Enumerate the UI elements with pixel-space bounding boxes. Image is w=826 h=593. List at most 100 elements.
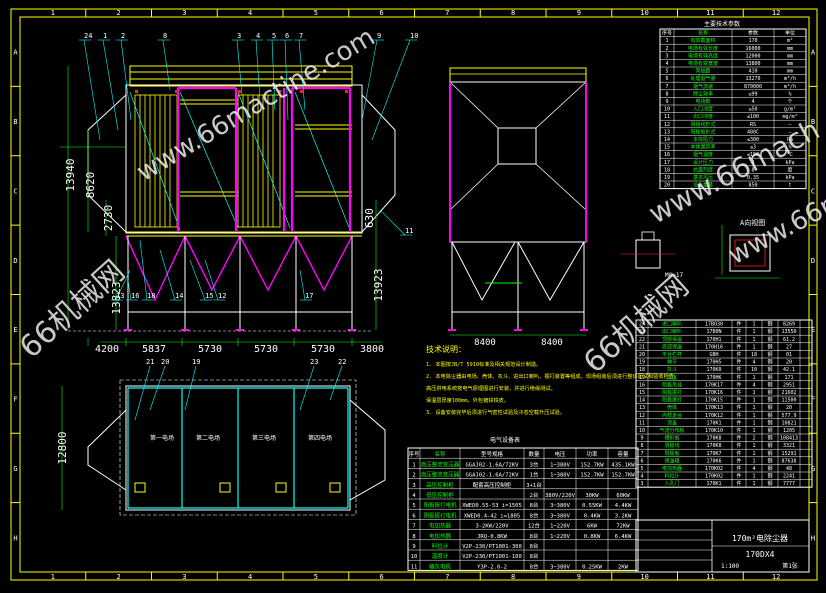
params-table-cell: 410 (748, 69, 757, 75)
callout-leader (329, 365, 343, 401)
elec-table-cell: 3-2KW/220V (475, 524, 509, 530)
frame-col-top-3: 3 (182, 9, 186, 17)
parts-table-cell: 钢 (767, 374, 772, 381)
parts-table-cell: 1 (752, 390, 755, 396)
parts-table-cell: 170K02 (705, 474, 723, 480)
parts-table-cell: 20 (786, 360, 792, 366)
part-callout-15: 15 (205, 292, 213, 300)
part-callout-16: 16 (131, 292, 139, 300)
elec-table-cell: 2 (412, 473, 415, 479)
elec-table-cell: 1 (412, 462, 415, 468)
parts-table-cell: 171 (784, 375, 793, 381)
callout-leader (184, 365, 197, 411)
part-callout-13: 13 (116, 292, 124, 300)
elec-table-cell: 8台 (530, 542, 539, 550)
elec-table-cell: 温度计 (432, 552, 449, 560)
parts-table-cell: 1 (752, 474, 755, 480)
callout-leader (204, 259, 219, 301)
frame-col-bottom-3: 3 (182, 573, 186, 581)
dim-height-lower: 13823 (110, 281, 123, 314)
params-table-cell: 17 (664, 160, 670, 166)
parts-table-cell: 件 (736, 389, 741, 396)
parts-table-cell: 阴极线 (664, 442, 679, 449)
frame-col-top-8: 8 (511, 9, 515, 17)
parts-table-cell: 577.9 (781, 413, 796, 419)
elec-table-cell: 4.4KW (615, 503, 632, 509)
params-table-cell: ≤50 (748, 107, 757, 113)
params-table-cell: 4 (751, 160, 754, 166)
params-table-cell: 处理烟气量 (690, 75, 715, 82)
elec-table-cell: 1~220V (550, 534, 571, 540)
elec-table-cell: 152.7KW (580, 473, 604, 479)
callout-leader (149, 365, 166, 411)
parts-table-cell: 梯子 (667, 359, 677, 366)
params-table-cell: 12 (664, 122, 670, 128)
elec-table-cell: 8台 (530, 552, 539, 560)
frame-col-top-4: 4 (248, 9, 252, 17)
params-table-cell: ≤150 (747, 152, 759, 158)
parts-table-cell: 钢 (767, 473, 772, 480)
params-table-cell: 除尘效率 (693, 90, 713, 97)
parts-table-cell: 钢 (767, 389, 772, 396)
params-table-cell: 16000 (745, 46, 760, 52)
parts-table-cell: 17BO30 (705, 322, 723, 328)
elec-table-cell: 9 (412, 544, 415, 550)
plan-callout-20: 20 (161, 358, 169, 366)
parts-table-cell: 件 (736, 328, 741, 335)
params-table-cell: m² (787, 38, 793, 44)
frame-col-bottom-11: 11 (706, 573, 714, 581)
dim-bottom-2: 5837 (142, 344, 166, 355)
elec-table-cell: 电压 (554, 450, 566, 458)
plan-callout-19: 19 (192, 358, 200, 366)
plan-width-dim: 12800 (56, 431, 69, 464)
frame-col-bottom-12: 12 (772, 573, 780, 581)
parts-table-cell: 11 (639, 420, 645, 426)
elec-table-cell: 序号 (408, 450, 420, 458)
frame-row-right-D: D (811, 257, 815, 265)
params-table-cell: 设备重量 (693, 182, 713, 189)
dim-bottom-3: 5730 (198, 344, 222, 355)
frame-row-right-F: F (811, 396, 815, 404)
parts-table-cell: 进口喇叭 (662, 321, 682, 328)
parts-table-cell: 件 (736, 412, 741, 419)
parts-table-cell: 170K1 (706, 420, 721, 426)
elec-table-cell: 10 (411, 554, 418, 560)
params-table-cell: 16 (664, 152, 670, 158)
elec-table-cell: 0.4KW (584, 513, 601, 519)
parts-table-cell: 件 (736, 419, 741, 426)
elec-table-cell: 8 (412, 534, 415, 540)
params-table-cell: 6 (665, 76, 668, 82)
frame-col-top-5: 5 (314, 9, 318, 17)
parts-table-cell: 20 (786, 405, 792, 411)
parts-table-cell: 1 (752, 458, 755, 464)
parts-table-cell: 13550 (781, 329, 796, 335)
elec-table-cell: 0.55KW (582, 503, 603, 509)
elec-table-cell: 8台 (530, 501, 539, 509)
parts-table-cell: 钢 (767, 343, 772, 350)
callout-leader (139, 239, 148, 301)
parts-table-cell: 1 (752, 344, 755, 350)
frame-col-top-2: 2 (117, 9, 121, 17)
parts-table-cell: 钢 (767, 450, 772, 457)
parts-table-cell: 料位计 (664, 473, 679, 480)
parts-table-cell: 6 (640, 458, 643, 464)
params-table-cell: ℃ (787, 152, 793, 158)
parts-table-cell: 件 (736, 351, 741, 358)
elec-table-cell: 数量 (528, 450, 540, 458)
parts-table-cell: 1 (752, 428, 755, 434)
plan-casing (125, 385, 351, 511)
params-table-cell: ≤300 (747, 137, 759, 143)
dim-right-lower: 13923 (372, 268, 385, 301)
params-table-cell: 170 (748, 38, 757, 44)
params-table-cell: 本体阻力 (693, 136, 713, 143)
elec-table-cell: 3.2KW (615, 513, 632, 519)
dim-bottom-1: 4200 (95, 344, 119, 355)
parts-table-cell: 4 (640, 474, 643, 480)
parts-table-cell: 15 (639, 390, 645, 396)
elec-table-cell: 1~220V (550, 524, 571, 530)
params-table-cell: % (788, 145, 791, 151)
elec-table-cell: 3 (412, 483, 415, 489)
tech-line-4: 保温层厚度100mm，外包镀锌铁皮。 (426, 396, 509, 404)
params-table-cell: 8 (751, 167, 754, 173)
